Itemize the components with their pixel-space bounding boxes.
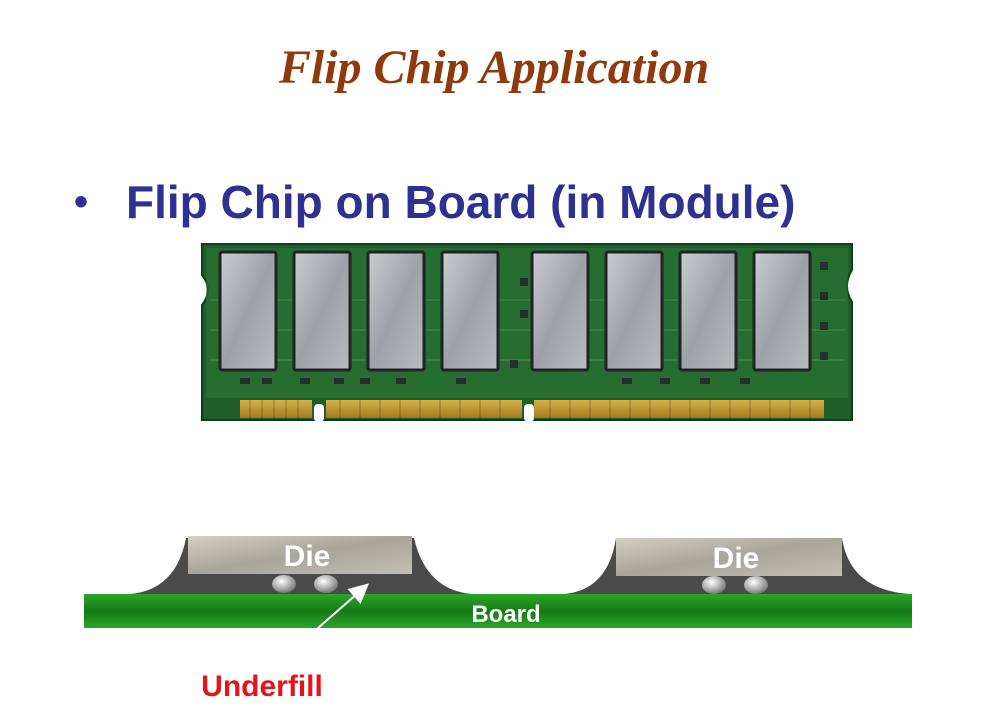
- die-left: [188, 536, 412, 574]
- die-right-label: Die: [713, 542, 760, 575]
- bullet-marker: •: [74, 180, 89, 224]
- underfill-arrow: [317, 583, 370, 629]
- underfill-label: Underfill: [201, 670, 323, 703]
- bullet-text: Flip Chip on Board (in Module): [126, 176, 796, 228]
- die-left-label: Die: [284, 540, 331, 573]
- memory-module-image: [201, 243, 853, 422]
- solder-bumps: [272, 575, 768, 594]
- die-right: [616, 538, 842, 576]
- slide-title: Flip Chip Application: [278, 41, 710, 94]
- board-layer: [84, 594, 912, 628]
- flip-chip-cross-section: Die Die Board Underfill: [84, 536, 912, 703]
- module-chips: [218, 250, 812, 372]
- board-label: Board: [471, 601, 540, 628]
